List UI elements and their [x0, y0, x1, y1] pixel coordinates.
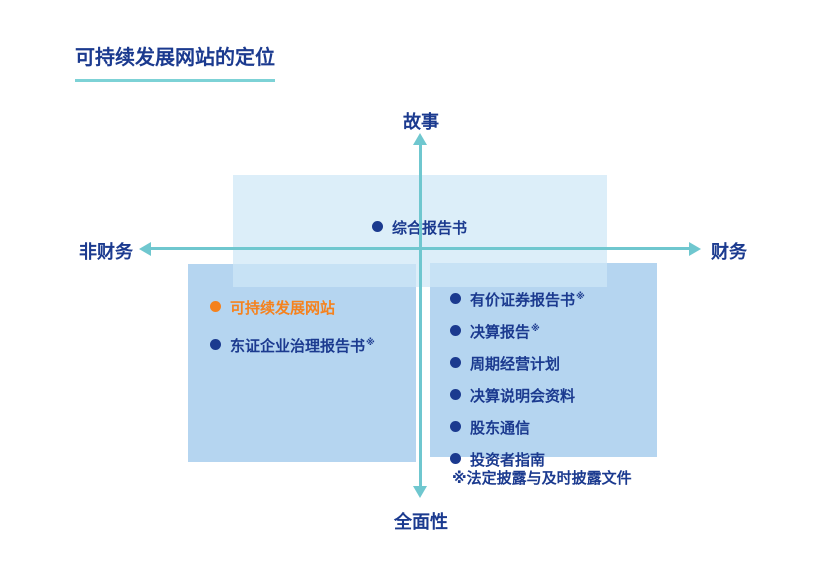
axis-label-comprehensiveness: 全面性 — [394, 512, 448, 532]
box-item-periodic-plan: 周期经营计划 — [450, 350, 657, 375]
axis-label-nonfinancial: 非财务 — [79, 242, 133, 262]
item-label: 东证企业治理报告书※ — [230, 337, 375, 355]
arrow-down-icon — [413, 486, 427, 498]
item-label: 综合报告书 — [391, 220, 467, 237]
left-quadrant-box: 可持续发展网站 东证企业治理报告书※ — [188, 264, 416, 462]
bullet-icon — [450, 357, 461, 368]
item-label: 可持续发展网站 — [230, 300, 336, 317]
horizontal-axis-line — [149, 247, 691, 250]
bullet-icon — [450, 293, 461, 304]
item-label: 决算说明会资料 — [470, 388, 576, 405]
item-label: 有价证券报告书※ — [470, 291, 585, 309]
bullet-icon — [450, 389, 461, 400]
box-item-shareholder-letter: 股东通信 — [450, 414, 657, 439]
bullet-icon — [210, 301, 221, 312]
box-item-governance-report: 东证企业治理报告书※ — [210, 332, 416, 357]
footnote: ※法定披露与及时披露文件 — [452, 470, 632, 487]
arrow-right-icon — [689, 241, 701, 256]
bullet-icon — [450, 453, 461, 464]
item-label: 周期经营计划 — [470, 356, 561, 373]
axis-label-story: 故事 — [403, 112, 439, 132]
axis-label-financial: 财务 — [711, 242, 747, 262]
right-quadrant-box: 有价证券报告书※ 决算报告※ 周期经营计划 决算说明会资料 股东通信 投资者指南 — [430, 263, 657, 469]
item-label: 投资者指南 — [470, 452, 546, 469]
box-item-financial-results: 决算报告※ — [450, 318, 657, 343]
bullet-icon — [450, 325, 461, 336]
bullet-icon — [371, 221, 383, 232]
arrow-up-icon — [413, 133, 427, 145]
bullet-icon — [210, 339, 221, 350]
vertical-axis-line — [419, 142, 422, 488]
box-item-securities-report: 有价证券报告书※ — [450, 286, 657, 311]
box-item-sustainability-site: 可持续发展网站 — [210, 294, 416, 319]
arrow-left-icon — [139, 241, 151, 256]
item-label: 股东通信 — [470, 420, 531, 437]
box-item-integrated-report: 综合报告书 — [371, 214, 468, 239]
box-item-results-briefing: 决算说明会资料 — [450, 382, 657, 407]
box-item-investor-guide: 投资者指南 — [450, 446, 657, 471]
bullet-icon — [450, 421, 461, 432]
page-title: 可持续发展网站的定位 — [75, 41, 275, 82]
item-label: 决算报告※ — [470, 323, 540, 341]
